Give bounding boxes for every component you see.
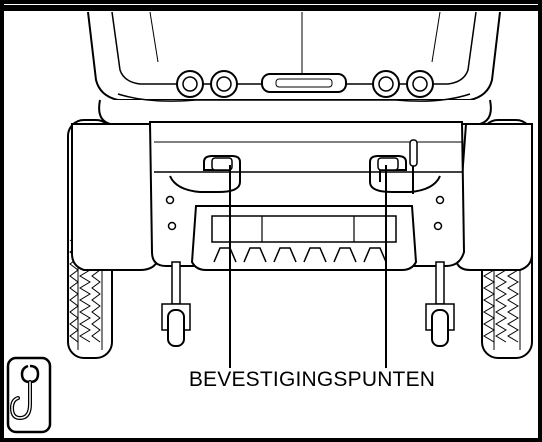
rear-lights-left (176, 70, 238, 98)
rear-lights-right (372, 70, 434, 98)
freewheel-lever (409, 139, 418, 194)
center-badge (261, 73, 347, 93)
tie-down-hook-icon (6, 356, 52, 434)
anti-tip-caster-right (425, 261, 455, 347)
tie-down-points-label: BEVESTIGINGSPUNTEN (160, 368, 464, 392)
tie-down-point-left (169, 155, 241, 193)
rear-bumper (190, 205, 418, 271)
anti-tip-caster-left (161, 261, 191, 347)
left-fender (71, 123, 160, 271)
right-fender (454, 123, 533, 271)
callout-leaders (229, 165, 387, 370)
tie-down-point-right (369, 155, 441, 193)
panel-bolts (165, 195, 445, 231)
